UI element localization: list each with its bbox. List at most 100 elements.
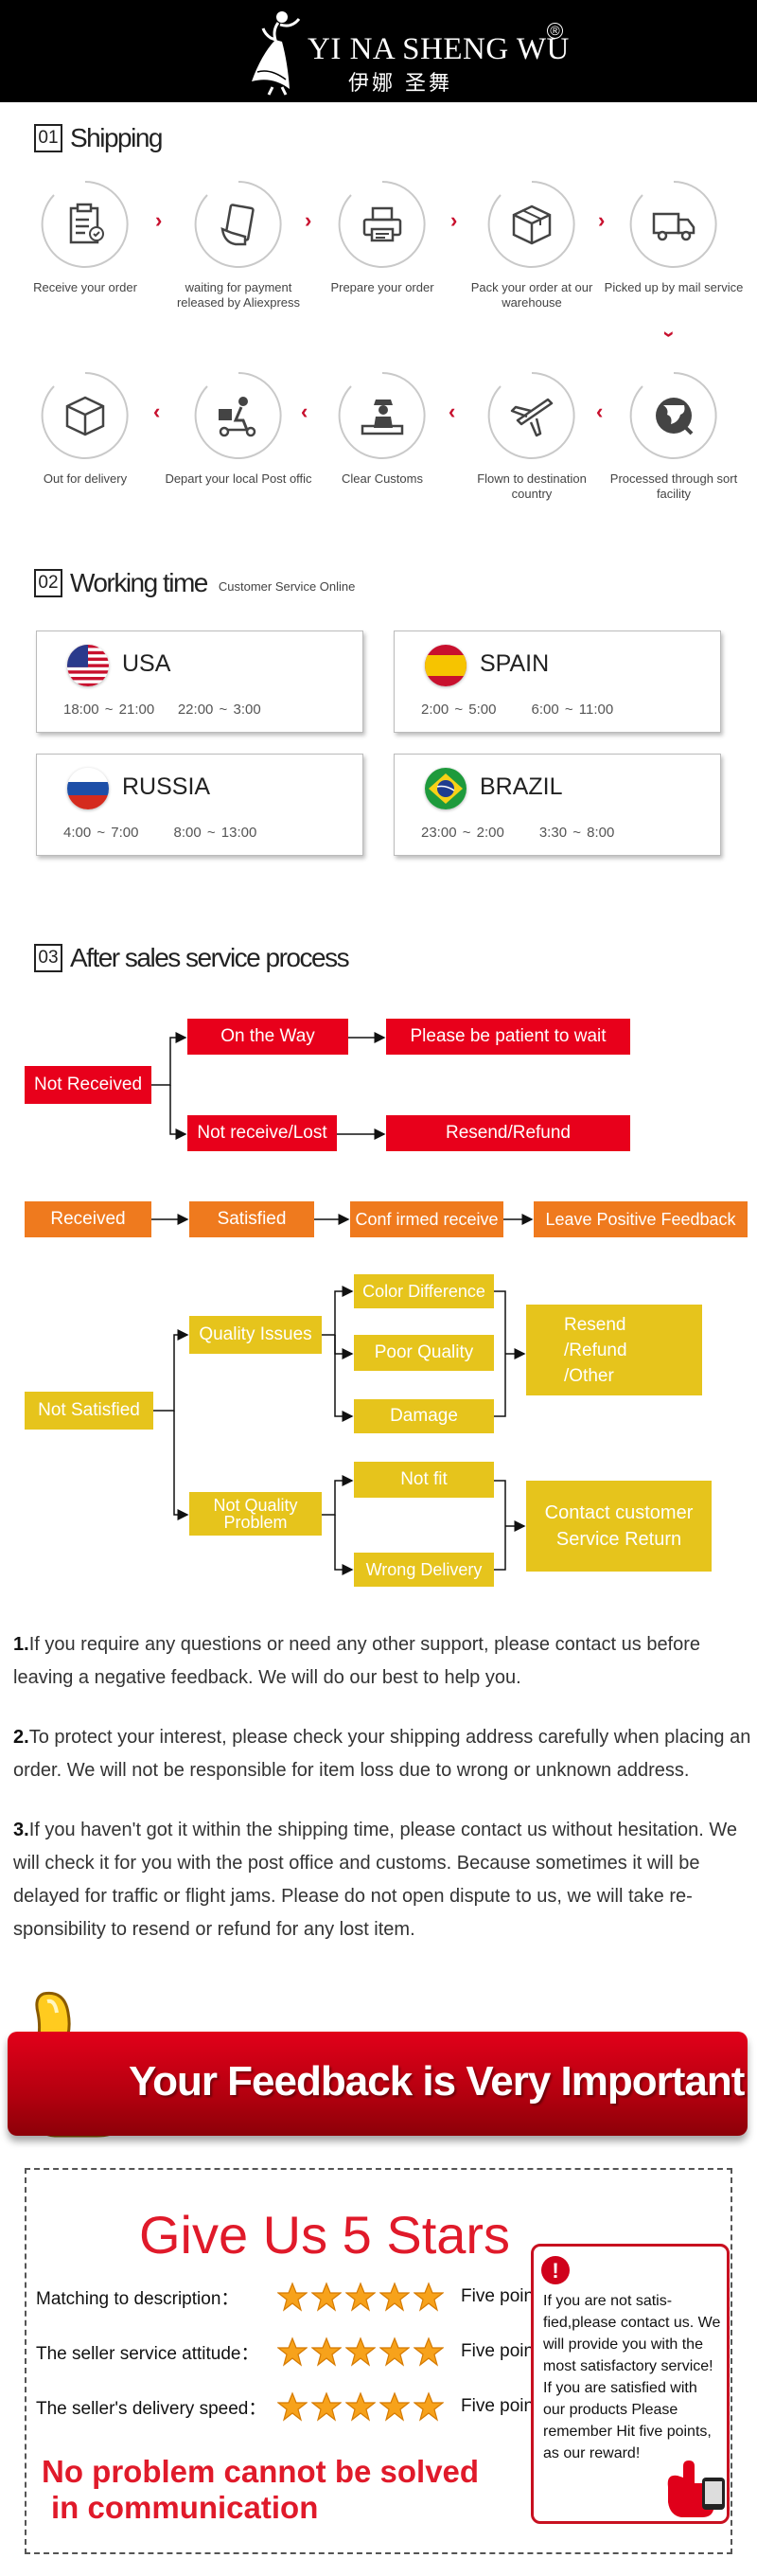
country-name: BRAZIL <box>480 773 563 800</box>
working-time-card-usa: USA 18:00 ~ 21:00 22:00 ~ 3:00 <box>36 631 363 733</box>
step-clear-customs: Clear Customs <box>307 369 458 487</box>
resend-refund-box: Resend/Refund <box>386 1115 630 1151</box>
satisfaction-note: ! If you are not satis-fied,please conta… <box>531 2244 730 2524</box>
step-label: Flown to destination country <box>477 471 587 501</box>
star-icon <box>379 2336 410 2367</box>
step-receive-order: Receive your order <box>9 178 161 295</box>
brand-header: YI NA SHENG WU ® 伊娜 圣舞 <box>0 0 757 102</box>
rating-label: The seller's delivery speed： <box>36 2398 267 2419</box>
printer-icon <box>362 206 402 242</box>
rating-value: Five points <box>461 2396 548 2416</box>
confirmed-receive-box: Conf irmed receive <box>350 1201 503 1237</box>
rating-value: Five points <box>461 2341 548 2361</box>
after-sales-heading: 03 After sales service process <box>34 943 350 973</box>
arrow-right-icon: › <box>305 208 312 232</box>
step-label: Picked up by mail service <box>604 280 744 294</box>
registered-mark: ® <box>547 23 563 39</box>
country-name: USA <box>122 650 171 677</box>
exclamation-icon: ! <box>541 2256 570 2284</box>
brazil-flag-icon <box>425 768 467 809</box>
brand-name-cn: 伊娜 圣舞 <box>348 72 452 96</box>
note-text: If you are not satis-fied,please contact… <box>543 2293 721 2461</box>
section-number: 02 <box>34 569 62 597</box>
communication-slogan: No problem cannot be solved in communica… <box>42 2454 480 2525</box>
five-stars-panel: Give Us 5 Stars Matching to description：… <box>25 2168 732 2554</box>
step-flown-to-destination: Flown to destination country <box>456 369 607 502</box>
received-box: Received <box>25 1201 151 1237</box>
russia-flag-icon <box>67 768 109 809</box>
resend-refund-other-box: Resend /Refund /Other <box>526 1305 702 1395</box>
step-label: Out for delivery <box>43 471 128 486</box>
rating-row: The seller's delivery speed： Five points <box>36 2391 548 2422</box>
star-icon <box>379 2282 410 2312</box>
stars-title: Give Us 5 Stars <box>138 2205 511 2265</box>
satisfied-box: Satisfied <box>189 1201 314 1237</box>
arrow-right-icon: › <box>598 208 606 232</box>
exclamation-mark: ! <box>552 2259 558 2283</box>
on-the-way-box: On the Way <box>187 1019 348 1055</box>
not-satisfied-box: Not Satisfied <box>25 1392 153 1430</box>
step-label: waiting for payment released by Aliexpre… <box>176 280 301 310</box>
rating-label: The seller service attitude： <box>36 2343 259 2364</box>
rating-label: Matching to description： <box>36 2288 239 2309</box>
hand-tap-icon <box>667 2461 725 2517</box>
step-label: Prepare your order <box>330 280 434 294</box>
section-title: After sales service process <box>70 943 350 972</box>
working-time-card-brazil: BRAZIL 23:00 ~ 2:00 3:30 ~ 8:00 <box>394 754 721 856</box>
not-receive-lost-box: Not receive/Lost <box>187 1115 337 1151</box>
arrow-down-icon: › <box>658 330 682 338</box>
not-fit-box: Not fit <box>354 1462 494 1498</box>
damage-box: Damage <box>354 1399 494 1433</box>
star-icon <box>277 2336 308 2367</box>
step-label: Processed through sort facility <box>609 471 738 501</box>
step-label: Pack your order at our warehouse <box>470 280 593 310</box>
step-sort-facility: Processed through sort facility <box>598 369 749 502</box>
feedback-banner: Your Feedback is Very Important <box>8 2032 748 2136</box>
courier-icon <box>219 397 256 437</box>
working-time-heading: 02 Working time Customer Service Online <box>34 568 355 598</box>
arrow-right-icon: › <box>155 208 163 232</box>
not-quality-problem-box: Not Quality Problem <box>189 1492 322 1536</box>
rating-value: Five points <box>461 2286 548 2306</box>
step-label: Clear Customs <box>342 471 423 486</box>
star-icon <box>311 2336 342 2367</box>
quality-issues-box: Quality Issues <box>189 1316 322 1354</box>
box-icon <box>65 396 105 436</box>
dancer-logo-icon <box>252 11 301 96</box>
section-subtitle: Customer Service Online <box>218 578 356 594</box>
section-number: 01 <box>34 124 62 152</box>
step-label: Depart your local Post offic <box>165 471 312 486</box>
step-out-for-delivery: Out for delivery <box>9 369 161 487</box>
section-number: 03 <box>34 944 62 972</box>
step-prepare-order: Prepare your order <box>307 178 458 295</box>
arrow-left-icon: ‹ <box>596 400 604 423</box>
star-icon <box>277 2391 308 2422</box>
not-received-box: Not Received <box>25 1066 151 1104</box>
service-hours: 18:00 ~ 21:00 22:00 ~ 3:00 <box>63 702 261 718</box>
globe-icon <box>656 398 694 435</box>
step-depart-post-office: Depart your local Post offic <box>163 369 314 487</box>
step-waiting-payment: waiting for payment released by Aliexpre… <box>163 178 314 311</box>
airplane-icon <box>510 398 554 437</box>
section-title: Shipping <box>70 123 163 152</box>
flowchart-connectors <box>150 1032 757 1575</box>
usa-flag-icon <box>67 645 109 686</box>
service-hours: 4:00 ~ 7:00 8:00 ~ 13:00 <box>63 825 257 841</box>
step-label: Receive your order <box>33 280 137 294</box>
box-icon <box>512 204 552 245</box>
spain-flag-icon <box>425 645 467 686</box>
note-1: 1.If you require any questions or need a… <box>13 1634 701 1688</box>
rating-row: The seller service attitude： Five points <box>36 2336 548 2367</box>
note-2: 2.To protect your interest, please check… <box>13 1727 751 1781</box>
arrow-left-icon: ‹ <box>301 400 308 423</box>
shipping-heading: 01 Shipping <box>34 123 163 153</box>
section-title: Working time <box>70 568 208 597</box>
payment-icon <box>220 204 255 246</box>
banner-title: Your Feedback is Very Important <box>129 2058 745 2105</box>
note-3: 3.If you haven't got it within the shipp… <box>13 1820 738 1940</box>
star-icon <box>311 2282 342 2312</box>
brand-name-en: YI NA SHENG WU <box>308 32 570 66</box>
star-icon <box>277 2282 308 2312</box>
step-picked-up: Picked up by mail service <box>598 178 749 295</box>
rating-row: Matching to description： Five points <box>36 2282 548 2312</box>
